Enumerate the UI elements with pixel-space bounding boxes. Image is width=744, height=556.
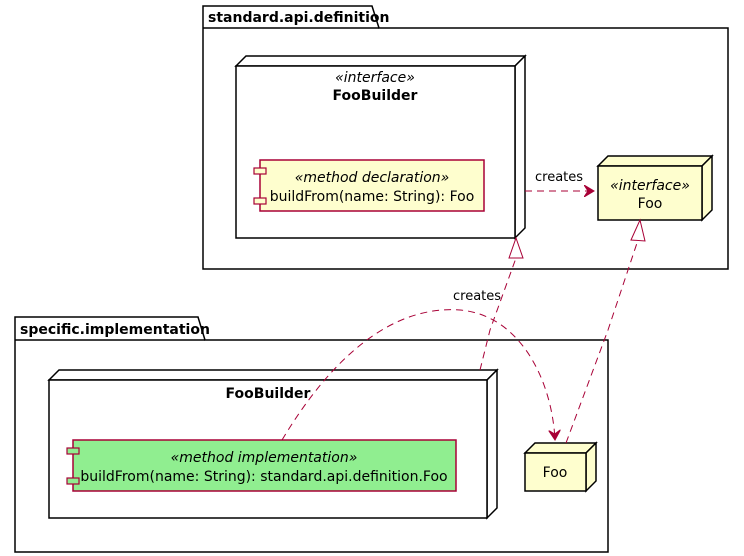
component-text: buildFrom(name: String): Foo bbox=[270, 189, 475, 205]
component-text: buildFrom(name: String): standard.api.de… bbox=[80, 469, 447, 485]
node-impl-foo[interactable]: Foo bbox=[523, 441, 598, 493]
edge-impl-creates: creates bbox=[281, 289, 555, 440]
package-label: specific.implementation bbox=[20, 322, 210, 338]
edge-realization-foobuilder bbox=[479, 236, 524, 371]
node-stereotype: «interface» bbox=[610, 178, 690, 194]
node-api-foo[interactable]: «interface» Foo bbox=[596, 154, 714, 222]
component-method-declaration[interactable]: «method declaration» buildFrom(name: Str… bbox=[253, 159, 485, 212]
edge-realization-foo bbox=[565, 218, 646, 444]
node-title: Foo bbox=[638, 196, 663, 212]
edge-label: creates bbox=[453, 289, 501, 304]
component-stereotype: «method declaration» bbox=[295, 170, 450, 186]
node-api-foobuilder[interactable]: «interface» FooBuilder bbox=[234, 54, 527, 240]
node-title: FooBuilder bbox=[333, 88, 418, 104]
node-stereotype: «interface» bbox=[335, 70, 415, 86]
node-title: Foo bbox=[543, 465, 568, 481]
component-stereotype: «method implementation» bbox=[171, 450, 358, 466]
component-method-implementation[interactable]: «method implementation» buildFrom(name: … bbox=[66, 439, 457, 492]
node-title: FooBuilder bbox=[226, 386, 311, 402]
package-label: standard.api.definition bbox=[208, 10, 389, 26]
edge-label: creates bbox=[535, 170, 583, 185]
edge-api-creates: creates bbox=[525, 170, 594, 191]
